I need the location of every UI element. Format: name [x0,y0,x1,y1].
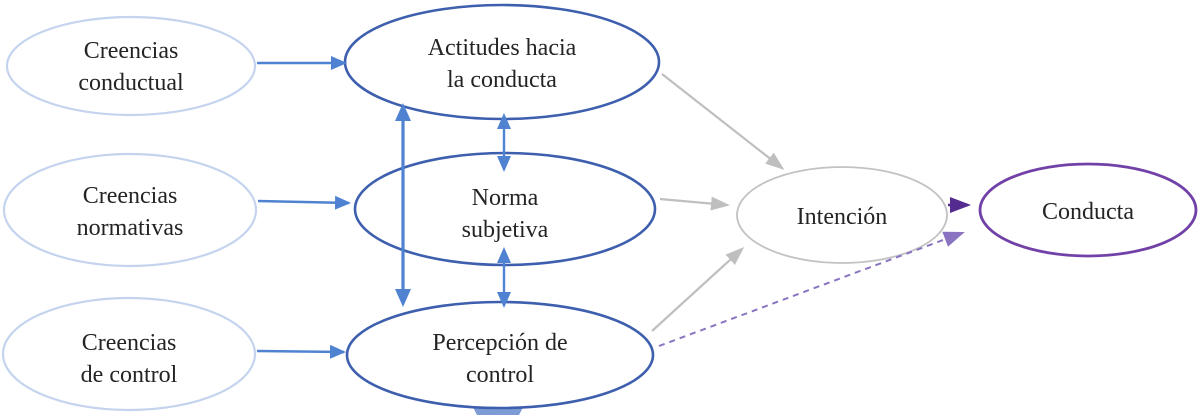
arrow-percepcion-to-intencion [651,246,745,332]
double-arrowhead-up-long [395,103,411,121]
label-creencias-de-control-line1: Creencias [82,330,177,356]
label-conducta: Conducta [1042,199,1134,225]
node-percepcion-de-control [345,300,655,410]
node-conducta [978,162,1198,258]
label-creencias-normativas-line2: normativas [77,215,184,241]
label-creencias-de-control-line2: de control [81,362,178,388]
label-intencion: Intención [797,204,888,230]
label-percepcion-de-control-line2: control [466,362,534,388]
label-creencias-normativas-line1: Creencias [83,183,178,209]
label-percepcion-de-control-line1: Percepción de [432,330,567,356]
node-actitudes-hacia-la-conducta [343,3,661,121]
node-intencion [736,166,948,264]
label-creencias-conductual-line2: conductual [78,70,184,96]
label-norma-subjetiva-line1: Norma [472,185,539,211]
arrow-actitudes-to-intencion [661,73,785,170]
label-creencias-conductual-line1: Creencias [84,38,179,64]
double-arrowhead-up-short2 [497,247,511,263]
double-arrowhead-down-short2 [497,292,511,308]
node-creencias-normativas [2,152,258,268]
node-creencias-de-control [1,296,257,412]
double-arrowhead-down-long [395,289,411,307]
label-actitudes-line1: Actitudes hacia [428,35,577,61]
label-actitudes-line2: la conducta [447,67,557,93]
dashed-arrow-percepcion-to-conducta [658,231,965,347]
arrow-creencias-de-control-to-percepcion [256,344,346,359]
arrow-creencias-normativas-to-norma [257,195,351,210]
label-norma-subjetiva-line2: subjetiva [462,217,549,243]
arrow-norma-to-intencion [659,196,730,211]
double-arrowhead-up-short1 [497,113,511,129]
double-arrowhead-down-short1 [497,156,511,172]
node-creencias-conductual [5,15,257,117]
